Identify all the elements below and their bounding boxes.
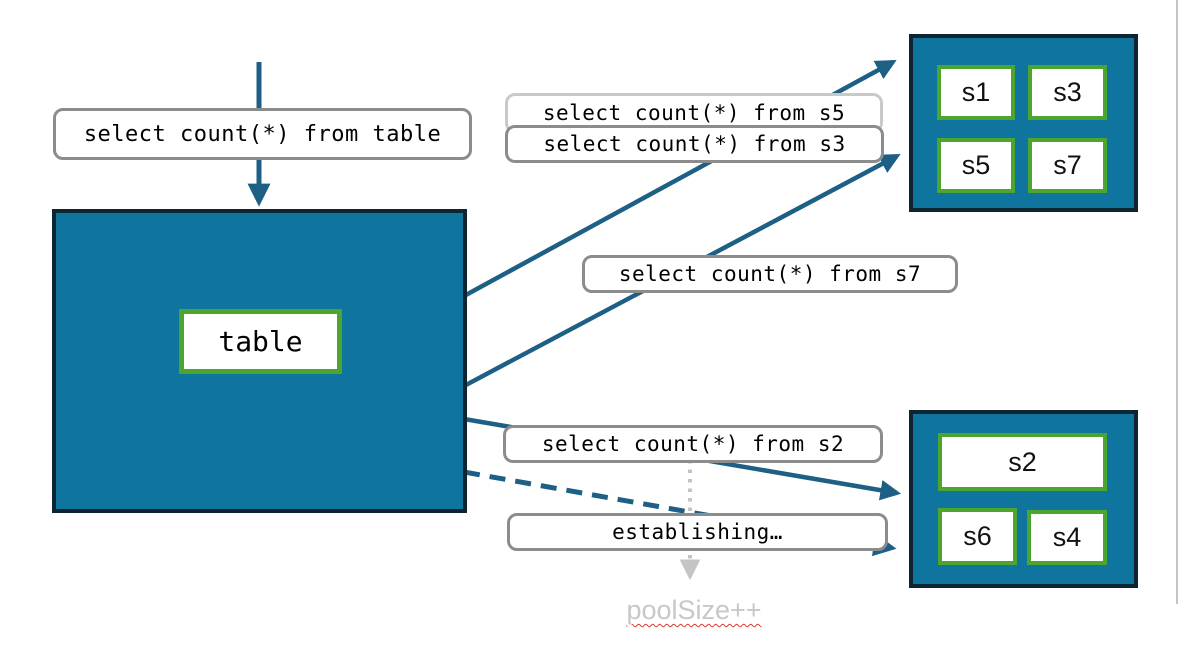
label-query-table: select count(*) from table: [53, 108, 472, 160]
shard-s5: s5: [937, 138, 1015, 193]
slide-edge-line: [1176, 0, 1178, 604]
shard-pool-top: s1 s3 s5 s7: [909, 34, 1138, 212]
label-query-s3-text: select count(*) from s3: [543, 132, 846, 156]
shard-s4: s4: [1027, 510, 1107, 565]
table-node: table: [52, 209, 467, 513]
label-query-s2: select count(*) from s2: [503, 425, 883, 463]
shard-s7: s7: [1028, 138, 1107, 193]
poolsize-note: poolSize++: [604, 595, 784, 626]
shard-s4-label: s4: [1052, 522, 1082, 552]
label-establishing-text: establishing…: [612, 520, 783, 544]
label-establishing: establishing…: [507, 513, 888, 551]
label-query-s3: select count(*) from s3: [505, 125, 884, 163]
label-query-s7: select count(*) from s7: [582, 255, 958, 293]
label-query-s2-text: select count(*) from s2: [541, 432, 845, 456]
label-query-s5-text: select count(*) from s5: [542, 101, 846, 125]
table-label-text: table: [218, 325, 303, 358]
label-query-s7-text: select count(*) from s7: [618, 262, 922, 286]
poolsize-note-text: poolSize++: [626, 595, 762, 625]
shard-pool-bottom: s2 s6 s4: [909, 410, 1138, 588]
label-query-table-text: select count(*) from table: [83, 121, 442, 147]
shard-s3-label: s3: [1053, 77, 1082, 107]
shard-s5-label: s5: [961, 150, 991, 180]
shard-s2-label: s2: [1008, 446, 1037, 477]
shard-s1: s1: [937, 65, 1015, 120]
shard-s1-label: s1: [961, 77, 991, 107]
shard-s3: s3: [1028, 65, 1107, 120]
table-label-box: table: [179, 309, 342, 374]
arrow-establishing-dashed: [463, 469, 897, 557]
shard-s7-label: s7: [1053, 150, 1082, 180]
shard-s2: s2: [938, 433, 1107, 491]
shard-s6-label: s6: [963, 521, 992, 551]
shard-s6: s6: [938, 508, 1017, 565]
